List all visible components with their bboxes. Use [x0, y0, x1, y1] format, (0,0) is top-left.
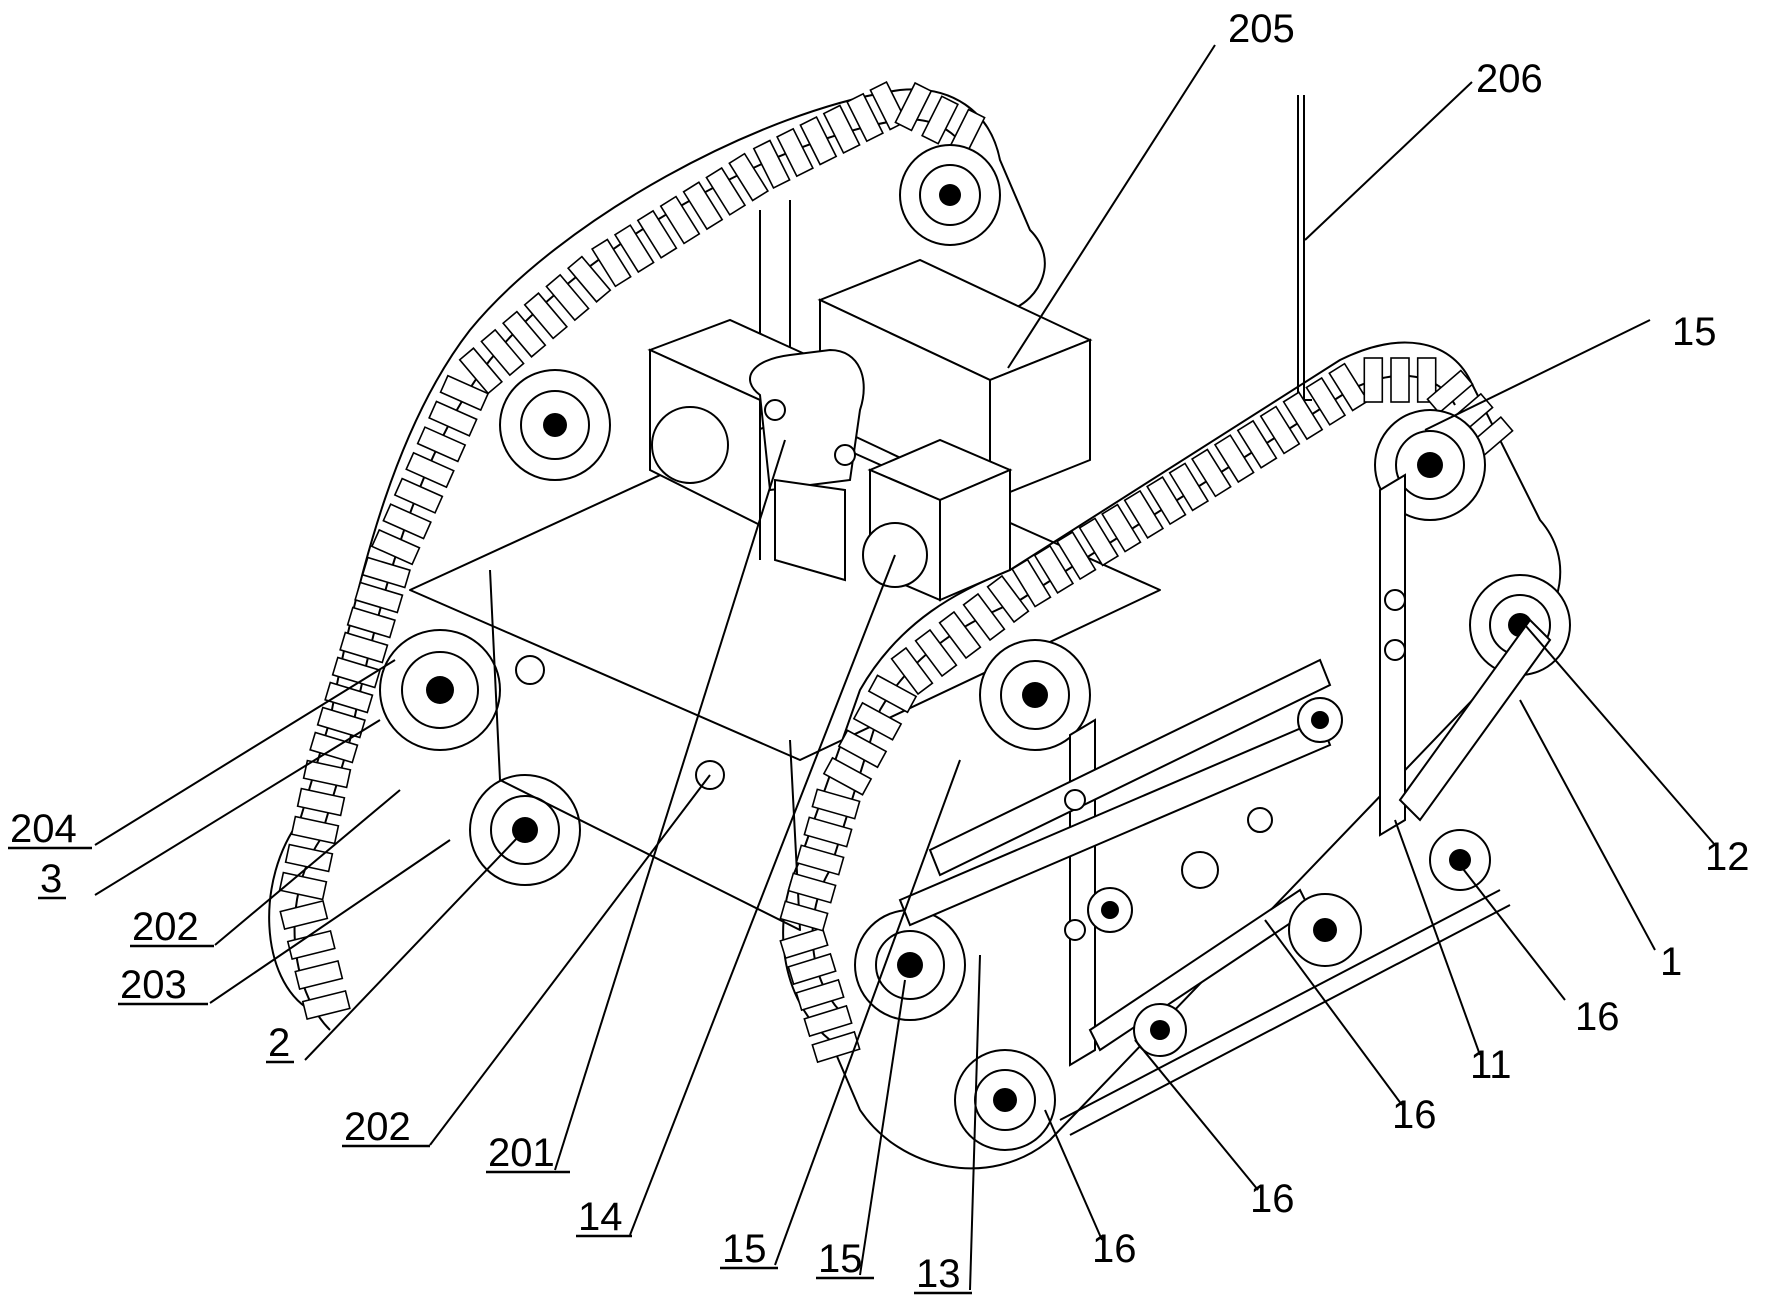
- callout-15-mid: 15: [818, 1237, 863, 1281]
- motor-box-right: [863, 440, 1010, 600]
- track-tread: [280, 901, 327, 929]
- callout-1: 1: [1660, 940, 1682, 984]
- track-tread: [303, 991, 350, 1019]
- callout-205: 205: [1228, 7, 1295, 51]
- track-tread: [298, 789, 345, 816]
- track-tread: [812, 789, 859, 818]
- callout-3: 3: [40, 857, 62, 901]
- track-tread: [372, 530, 420, 564]
- track-tread: [812, 1032, 859, 1062]
- track-tread: [796, 980, 843, 1010]
- callout-202-upper: 202: [132, 905, 199, 949]
- left-rear-wheel: [500, 370, 610, 480]
- track-tread: [1391, 358, 1409, 402]
- callout-13: 13: [916, 1252, 961, 1296]
- track-tread: [295, 961, 342, 989]
- callout-2: 2: [268, 1021, 290, 1065]
- track-tread: [383, 504, 431, 538]
- left-top-wheel: [900, 145, 1000, 245]
- track-tread: [780, 901, 827, 930]
- callout-16-right: 16: [1575, 995, 1620, 1039]
- callout-204: 204: [10, 807, 77, 851]
- callout-16-bottom: 16: [1092, 1227, 1137, 1271]
- track-tread: [292, 817, 339, 844]
- callout-206: 206: [1476, 57, 1543, 101]
- callout-16-bottom-mid: 16: [1250, 1177, 1295, 1221]
- track-tread: [839, 730, 886, 767]
- track-tread: [348, 608, 395, 638]
- callout-202-lower: 202: [344, 1105, 411, 1149]
- track-tread: [363, 558, 410, 588]
- antenna-206: [1290, 95, 1312, 400]
- right-bottom-wheel: [955, 1050, 1055, 1150]
- track-tread: [418, 427, 466, 461]
- track-tread: [788, 873, 835, 902]
- track-tread: [340, 633, 387, 663]
- track-tread: [355, 583, 402, 613]
- left-front-wheel: [380, 630, 500, 750]
- track-tread: [788, 954, 835, 984]
- callout-15-top: 15: [1672, 310, 1717, 354]
- track-tread: [406, 453, 454, 487]
- callout-14: 14: [578, 1195, 623, 1239]
- callout-201: 201: [488, 1131, 555, 1175]
- track-tread: [1364, 358, 1382, 402]
- track-tread: [429, 401, 477, 435]
- callout-203: 203: [120, 963, 187, 1007]
- track-tread: [804, 1006, 851, 1036]
- callout-11: 11: [1470, 1043, 1512, 1087]
- callout-16-center: 16: [1392, 1093, 1437, 1137]
- track-tread: [780, 928, 827, 958]
- track-tread: [395, 479, 443, 513]
- track-tread: [922, 96, 958, 143]
- camera-mount: [750, 350, 864, 580]
- callout-12: 12: [1705, 835, 1750, 879]
- callout-15-left: 15: [722, 1227, 767, 1271]
- track-tread: [854, 703, 901, 740]
